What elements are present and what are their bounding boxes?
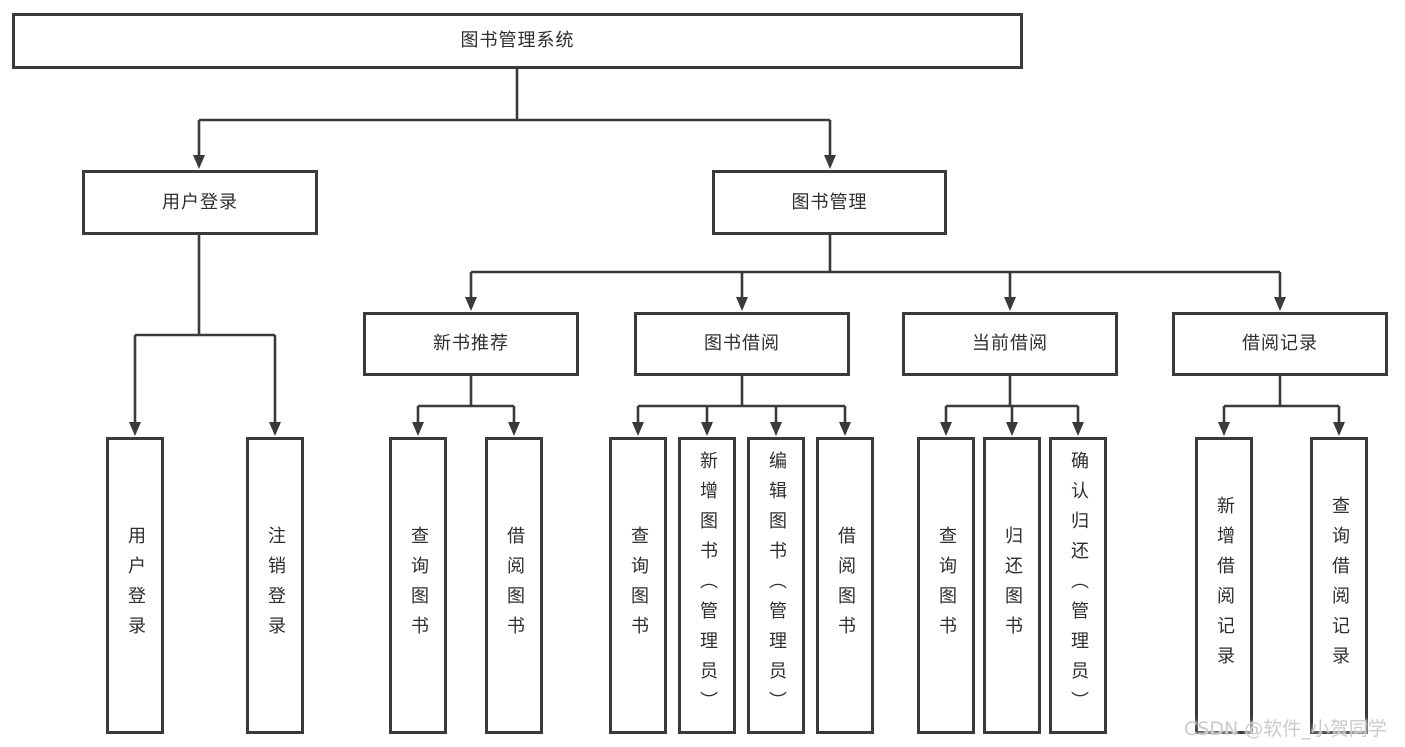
leaf-query-books-borrowing: 查询图书 <box>609 437 667 734</box>
leaf-confirm-return-admin-label: 确认归还（管理员） <box>1068 450 1089 721</box>
leaf-borrow-books-borrowing-label: 借阅图书 <box>835 525 856 646</box>
node-user-login: 用户登录 <box>82 170 318 235</box>
node-new-book-recommendation: 新书推荐 <box>363 312 579 376</box>
leaf-confirm-return-admin: 确认归还（管理员） <box>1049 437 1107 734</box>
leaf-logout-label: 注销登录 <box>265 525 286 646</box>
node-library-system: 图书管理系统 <box>12 13 1023 69</box>
leaf-borrow-books-recommend-label: 借阅图书 <box>504 525 525 646</box>
leaf-return-books: 归还图书 <box>983 437 1041 734</box>
leaf-user-login-label: 用户登录 <box>125 525 146 646</box>
leaf-query-borrow-record-label: 查询借阅记录 <box>1329 495 1350 676</box>
leaf-add-borrow-record: 新增借阅记录 <box>1195 437 1253 734</box>
leaf-logout: 注销登录 <box>246 437 304 734</box>
node-book-borrowing: 图书借阅 <box>634 312 850 376</box>
leaf-add-books-admin-label: 新增图书（管理员） <box>697 450 718 721</box>
leaf-borrow-books-borrowing: 借阅图书 <box>816 437 874 734</box>
leaf-query-books-current-label: 查询图书 <box>936 525 957 646</box>
node-book-management: 图书管理 <box>712 170 947 235</box>
leaf-user-login: 用户登录 <box>106 437 164 734</box>
leaf-return-books-label: 归还图书 <box>1002 525 1023 646</box>
leaf-query-books-borrowing-label: 查询图书 <box>628 525 649 646</box>
leaf-edit-books-admin-label: 编辑图书（管理员） <box>766 450 787 721</box>
leaf-query-books-current: 查询图书 <box>917 437 975 734</box>
leaf-borrow-books-recommend: 借阅图书 <box>485 437 543 734</box>
leaf-add-books-admin: 新增图书（管理员） <box>678 437 736 734</box>
leaf-edit-books-admin: 编辑图书（管理员） <box>747 437 805 734</box>
leaf-query-borrow-record: 查询借阅记录 <box>1310 437 1368 734</box>
leaf-query-books-recommend-label: 查询图书 <box>408 525 429 646</box>
leaf-add-borrow-record-label: 新增借阅记录 <box>1214 495 1235 676</box>
node-current-borrowing: 当前借阅 <box>902 312 1118 376</box>
node-borrowing-records: 借阅记录 <box>1172 312 1388 376</box>
watermark-text: CSDN @软件_小贺同学 <box>1184 718 1387 740</box>
leaf-query-books-recommend: 查询图书 <box>389 437 447 734</box>
